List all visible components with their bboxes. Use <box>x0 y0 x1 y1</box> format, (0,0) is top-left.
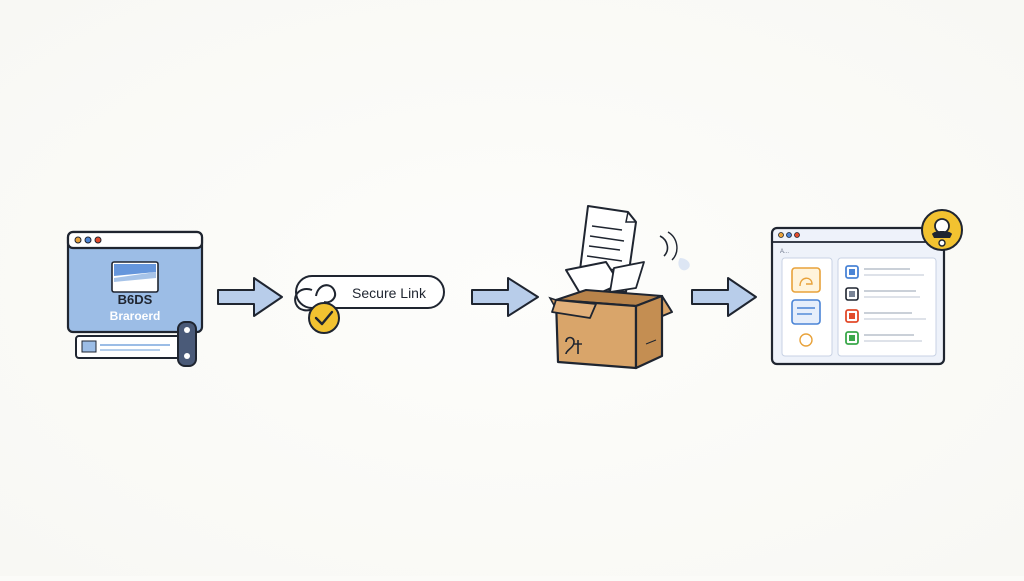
arrow-right-icon-3 <box>691 277 757 317</box>
portal-header-text: A... <box>780 249 789 255</box>
chain-link-icon <box>294 284 336 312</box>
source-subtitle: Braroerd <box>110 309 161 323</box>
user-avatar-icon <box>921 209 963 251</box>
arrow-right-icon-2 <box>471 277 539 317</box>
source-logo-card <box>111 261 159 293</box>
source-logo-text: B6DS <box>118 292 153 307</box>
cardboard-box-icon <box>548 289 673 370</box>
check-badge-icon <box>308 302 340 334</box>
usb-drive-icon <box>75 321 197 367</box>
source-browser-window-icon: B6DS Braroerd <box>66 230 204 334</box>
arrow-right-icon-1 <box>217 277 283 317</box>
secure-link-label: Secure Link <box>352 285 427 301</box>
portal-window-icon: A... <box>770 226 946 366</box>
document-icon <box>565 205 690 301</box>
